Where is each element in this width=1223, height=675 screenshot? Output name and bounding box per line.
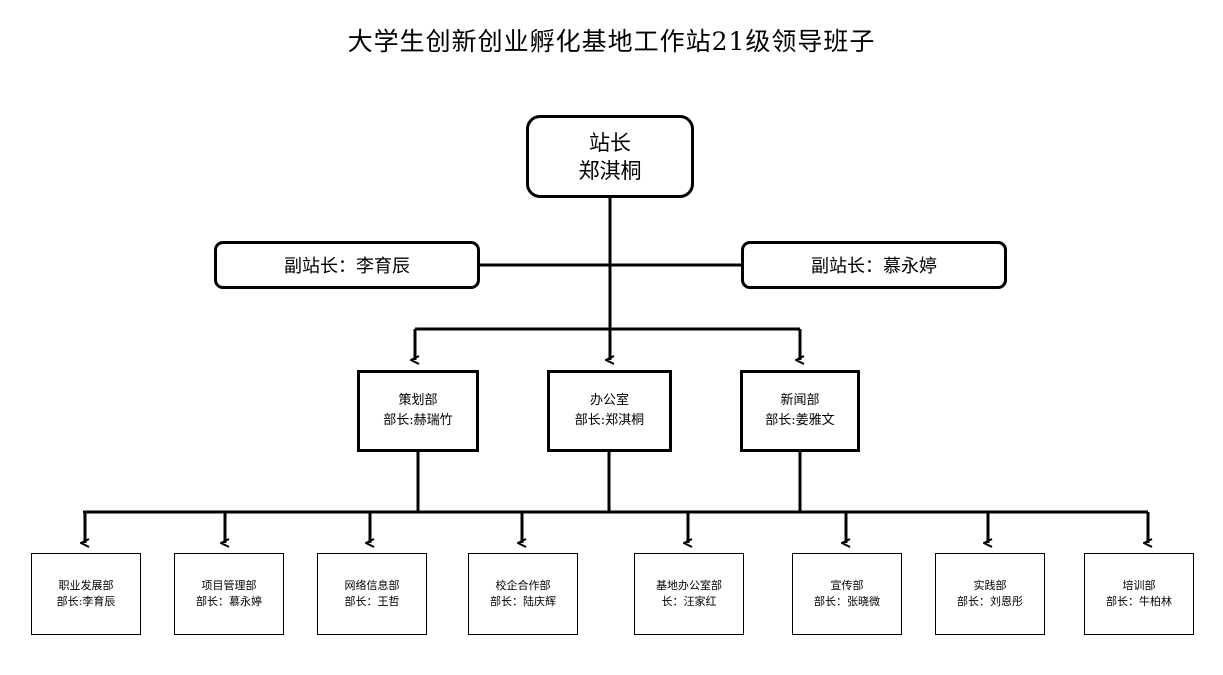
deputy-node-left: 副站长：李育辰 (214, 241, 480, 289)
sub-department-node: 校企合作部 部长：陆庆辉 (468, 553, 578, 635)
chief-node: 站长 郑淇桐 (526, 115, 694, 198)
department-node-planning: 策划部 部长:赫瑞竹 (357, 370, 479, 452)
deputy-label: 副站长：慕永婷 (811, 256, 937, 277)
department-head: 部长:郑淇桐 (574, 413, 645, 428)
sub-department-line1: 基地办公室部 (656, 579, 722, 592)
sub-department-node: 项目管理部 部长：慕永婷 (174, 553, 284, 635)
sub-department-line1: 实践部 (973, 579, 1007, 592)
sub-department-node: 宣传部 部长：张晓微 (792, 553, 902, 635)
chief-name: 郑淇桐 (578, 158, 642, 183)
deputy-label: 副站长：李育辰 (284, 256, 410, 277)
sub-department-line1: 项目管理部 (201, 579, 257, 592)
sub-department-node: 职业发展部 部长:李育辰 (31, 553, 141, 635)
department-node-office: 办公室 部长:郑淇桐 (547, 370, 672, 452)
sub-department-node: 培训部 部长：牛柏林 (1084, 553, 1194, 635)
sub-department-line2: 部长：张晓微 (814, 595, 880, 608)
sub-department-line2: 部长:李育辰 (56, 595, 116, 608)
sub-department-node: 实践部 部长：刘恩彤 (935, 553, 1045, 635)
department-name: 策划部 (398, 393, 438, 408)
sub-department-node: 基地办公室部 长：汪家红 (634, 553, 744, 635)
sub-department-line2: 部长：牛柏林 (1106, 595, 1172, 608)
department-head: 部长:姜雅文 (765, 413, 835, 428)
deputy-node-right: 副站长：慕永婷 (741, 241, 1007, 289)
department-name: 办公室 (589, 393, 629, 408)
chart-title: 大学生创新创业孵化基地工作站21级领导班子 (347, 27, 876, 56)
sub-department-line1: 职业发展部 (58, 579, 114, 592)
sub-department-line2: 部长：慕永婷 (196, 595, 262, 608)
sub-department-line2: 部长：陆庆辉 (490, 595, 556, 608)
department-node-news: 新闻部 部长:姜雅文 (740, 370, 860, 452)
sub-department-line1: 校企合作部 (495, 579, 551, 592)
sub-department-node: 网络信息部 部长：王哲 (317, 553, 427, 635)
sub-department-line2: 部长：王哲 (344, 595, 400, 608)
department-head: 部长:赫瑞竹 (383, 413, 453, 428)
sub-department-line1: 宣传部 (830, 579, 864, 592)
sub-department-line2: 部长：刘恩彤 (957, 595, 1023, 608)
chief-role: 站长 (589, 130, 631, 155)
sub-department-line2: 长：汪家红 (661, 595, 717, 608)
department-name: 新闻部 (780, 393, 820, 408)
sub-department-line1: 网络信息部 (344, 579, 400, 592)
sub-department-line1: 培训部 (1122, 579, 1156, 592)
